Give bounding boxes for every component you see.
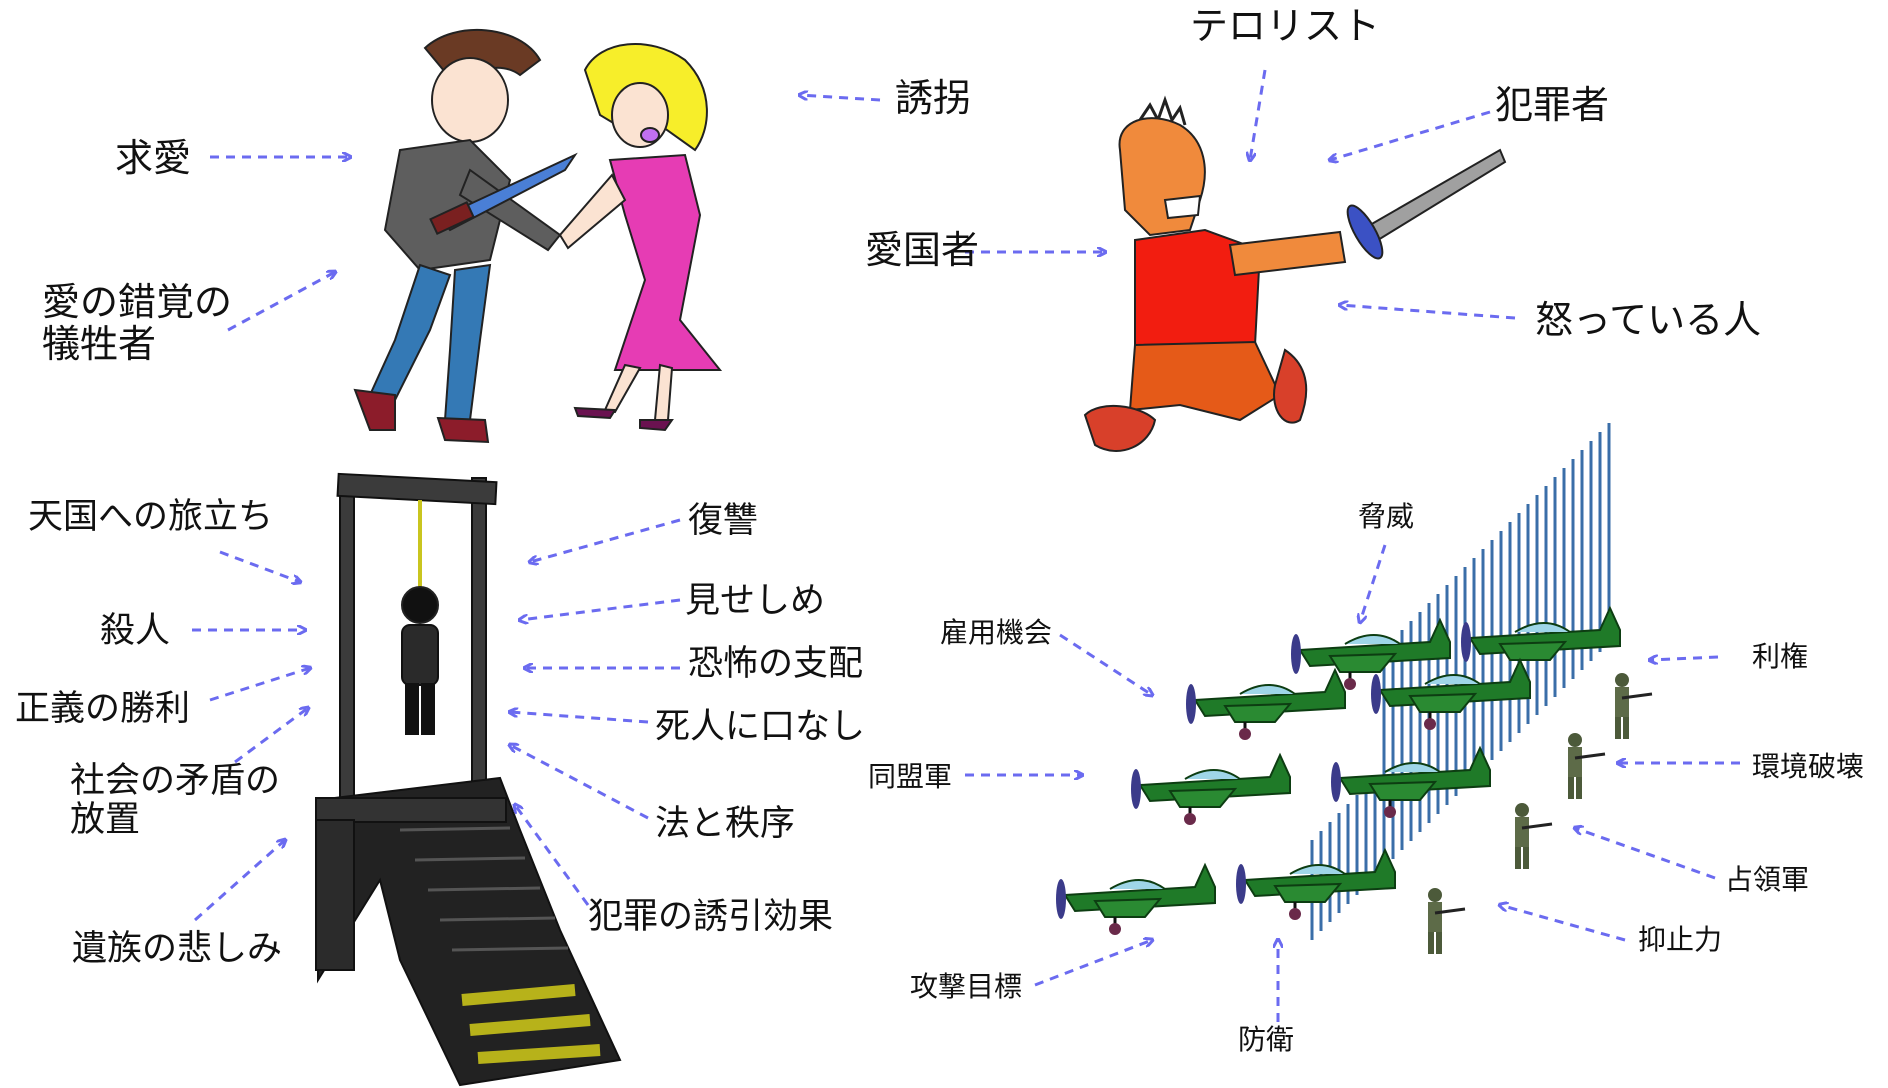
dashed-arrow [510,745,649,820]
dashed-arrow [520,598,681,620]
label-dead-men-tell-no-tales: 死人に口なし [655,707,866,747]
dashed-arrow [1650,657,1719,660]
dashed-arrow [1059,633,1152,695]
label-love-illusion-victim: 愛の錯覚の 犠牲者 [42,280,233,366]
dashed-arrow [1250,69,1267,160]
label-patriot: 愛国者 [865,228,980,272]
man-figure [353,29,562,444]
label-vested-interests: 利権 [1752,640,1809,673]
label-occupation-forces: 占領軍 [1725,863,1810,896]
fighter-planes [1056,605,1621,935]
fighter-plane-icon [1131,752,1291,825]
label-defense: 防衛 [1238,1023,1295,1056]
soldier-figure [1615,673,1653,739]
dashed-arrow [227,272,335,332]
fighter-plane-icon [1056,862,1216,935]
dashed-arrow [1330,110,1491,160]
dashed-arrow [1034,940,1152,987]
label-environmental-destruction: 環境破壊 [1752,750,1865,783]
dashed-arrow [1340,305,1516,320]
label-deterrence: 抑止力 [1638,923,1723,956]
label-terrorist: テロリスト [1190,4,1381,48]
label-social-contradiction: 社会の矛盾の 放置 [70,761,281,840]
stair-stripes [461,984,601,1064]
dashed-arrow [1500,905,1626,942]
label-crime-inducement: 犯罪の誘引効果 [588,897,834,937]
label-murder: 殺人 [100,611,171,651]
dashed-arrow [530,518,681,562]
knife-icon [429,152,578,236]
dashed-arrow [234,708,308,764]
love-scene-illustration [353,29,723,444]
gallows-illustration [315,472,622,1087]
sword-icon [1346,148,1507,260]
dashed-arrow [194,840,285,922]
dashed-arrow [515,805,590,906]
fighter-plane-icon [1236,847,1396,920]
dashed-arrow [209,668,310,702]
soldier-figure [1428,888,1466,954]
label-criminal: 犯罪者 [1495,83,1610,127]
label-example: 見せしめ [685,581,826,621]
label-rule-of-fear: 恐怖の支配 [688,644,864,684]
dashed-arrow [1360,544,1387,622]
label-family-grief: 遺族の悲しみ [72,929,283,969]
woman-figure [558,43,723,432]
fighter-plane-icon [1331,745,1491,818]
label-employment: 雇用機会 [940,616,1053,649]
fighter-plane-icon [1461,605,1621,678]
label-victory-of-justice: 正義の勝利 [15,689,191,729]
dashed-arrow [510,712,649,724]
label-revenge: 復讐 [688,501,759,541]
military-illustration [1056,423,1653,954]
label-yuukai: 誘拐 [895,76,972,120]
dashed-arrows [192,69,1740,1022]
label-allied-forces: 同盟軍 [868,760,953,793]
label-angry-person: 怒っている人 [1535,298,1762,342]
label-law-and-order: 法と秩序 [655,804,796,844]
dashed-arrow [800,95,881,102]
fighter-plane-icon [1371,657,1531,730]
fighter-plane-icon [1186,667,1346,740]
label-kyuai: 求愛 [115,136,192,180]
soldier-figure [1515,803,1553,869]
dashed-arrow [1575,828,1716,880]
soldier-figure [1568,733,1606,799]
label-journey-to-heaven: 天国への旅立ち [28,497,274,537]
fighter-plane-icon [1291,617,1451,690]
soldiers [1428,673,1653,954]
sword-scene-illustration [1083,95,1507,452]
label-threat: 脅威 [1358,500,1415,533]
hanged-figure [401,586,439,735]
label-attack-target: 攻撃目標 [910,970,1023,1003]
dashed-arrow [219,550,300,582]
